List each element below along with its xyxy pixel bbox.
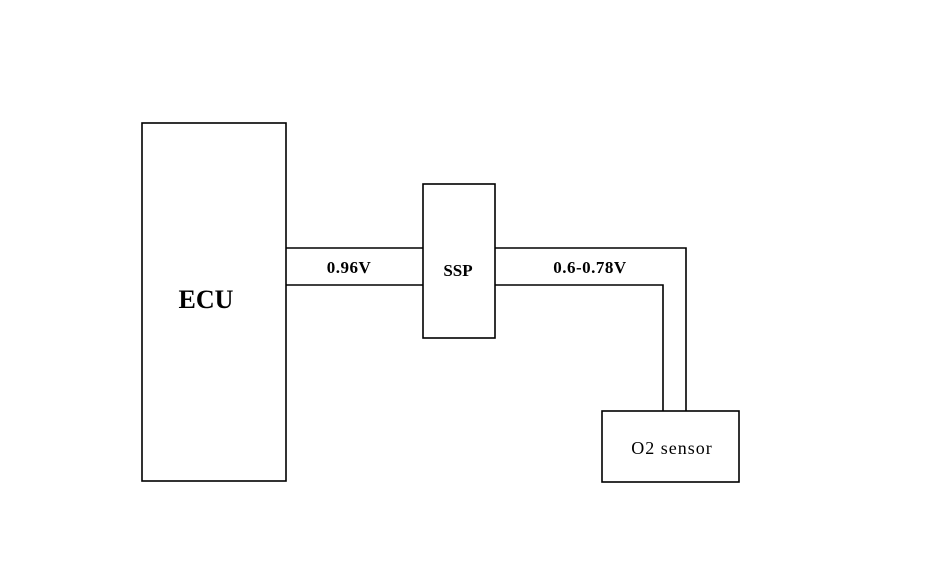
ecu-ssp-voltage-label: 0.96V (327, 258, 372, 277)
o2-sensor-box (601, 410, 740, 483)
ecu-label: ECU (179, 285, 234, 314)
ecu-block: ECU (141, 122, 287, 482)
ssp-o2-voltage-label: 0.6-0.78V (553, 258, 627, 277)
o2-sensor-block: O2 sensor (601, 410, 740, 483)
ssp-box (422, 183, 496, 339)
ecu-box (141, 122, 287, 482)
ssp-o2-wires: 0.6-0.78V (495, 247, 687, 411)
ssp-block: SSP (422, 183, 496, 339)
ssp-o2-wire-outer (495, 247, 687, 411)
ssp-o2-wire-inner (495, 284, 664, 411)
ssp-label: SSP (443, 261, 472, 280)
o2-sensor-label: O2 sensor (631, 438, 713, 458)
ecu-ssp-wires: 0.96V (286, 247, 423, 286)
